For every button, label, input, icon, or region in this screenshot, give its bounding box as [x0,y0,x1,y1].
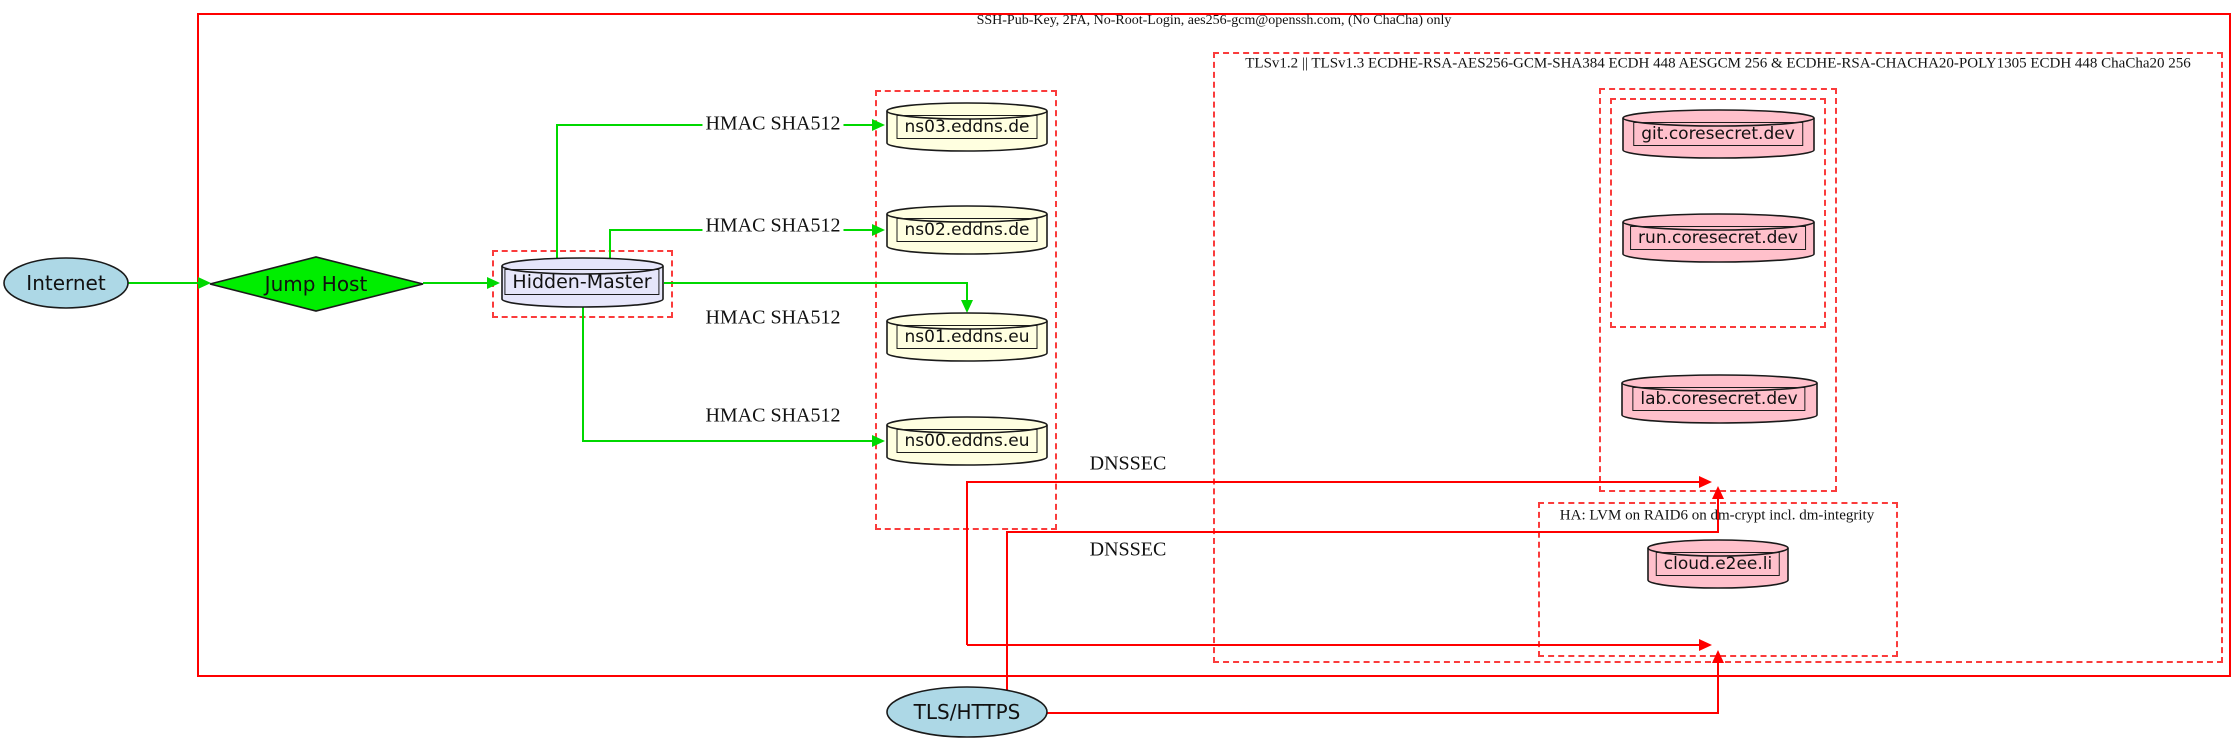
arrowhead-ns00 [872,435,885,447]
node-ns02-label: ns02.eddns.de [896,218,1038,242]
arrowhead-dnssec-upper [1699,476,1712,488]
edge-label-dnssec-1: DNSSEC [1086,452,1170,476]
cluster-outer-ssh-box [197,13,2231,677]
node-cloud-label: cloud.e2ee.li [1655,552,1781,576]
arrowhead-ns01 [961,300,973,313]
node-ns03-label: ns03.eddns.de [896,115,1038,139]
edge-hiddenmaster-ns00 [582,307,872,442]
node-git-label: git.coresecret.dev [1633,122,1803,146]
node-shapes [3,102,1818,738]
tls-https-ellipse [886,686,1048,738]
cluster-outer-ssh-label: SSH-Pub-Key, 2FA, No-Root-Login, aes256-… [976,13,1452,28]
red-edges [966,481,1719,714]
node-ns00-label: ns00.eddns.eu [896,429,1038,453]
edge-label-hmac-ns02: HMAC SHA512 [702,214,844,238]
node-jump-host-label: Jump Host [264,272,368,296]
node-run-label: run.coresecret.dev [1630,226,1806,250]
cluster-ha-label: HA: LVM on RAID6 on dm-crypt incl. dm-in… [1559,507,1875,524]
red-arrowheads [1699,476,1724,663]
edge-label-hmac-ns01: HMAC SHA512 [702,306,844,330]
jump-host-diamond [209,256,424,312]
node-ns01-label: ns01.eddns.eu [896,325,1038,349]
arrowhead-hiddenmaster [487,277,500,289]
edge-label-dnssec-2: DNSSEC [1086,538,1170,562]
edge-hiddenmaster-ns01 [664,282,968,300]
node-lab-label: lab.coresecret.dev [1632,387,1806,411]
edge-hiddenmaster-ns03 [556,124,872,259]
edge-tlshttps-ha [1047,663,1719,714]
node-tls-https-label: TLS/HTTPS [913,700,1021,724]
cluster-tls-label: TLSv1.2 || TLSv1.3 ECDHE-RSA-AES256-GCM-… [1245,55,2191,72]
arrowhead-ns03 [872,119,885,131]
edge-label-hmac-ns00: HMAC SHA512 [702,404,844,428]
node-hidden-master-label: Hidden-Master [504,269,660,295]
arrowhead-dnssec-lower [1699,639,1712,651]
arrowhead-coresecret [1712,486,1724,499]
edge-dnssec-upper [966,481,1699,645]
node-internet-label: Internet [26,271,106,295]
arrowhead-ha [1712,650,1724,663]
arrowhead-ns02 [872,224,885,236]
cluster-git-run-box [1610,98,1826,328]
arrowhead-jumphost [198,277,211,289]
internet-ellipse [3,257,129,309]
green-arrowheads [198,119,973,447]
edge-label-hmac-ns03: HMAC SHA512 [702,112,844,136]
edge-tlshttps-coresecret [1006,499,1719,693]
